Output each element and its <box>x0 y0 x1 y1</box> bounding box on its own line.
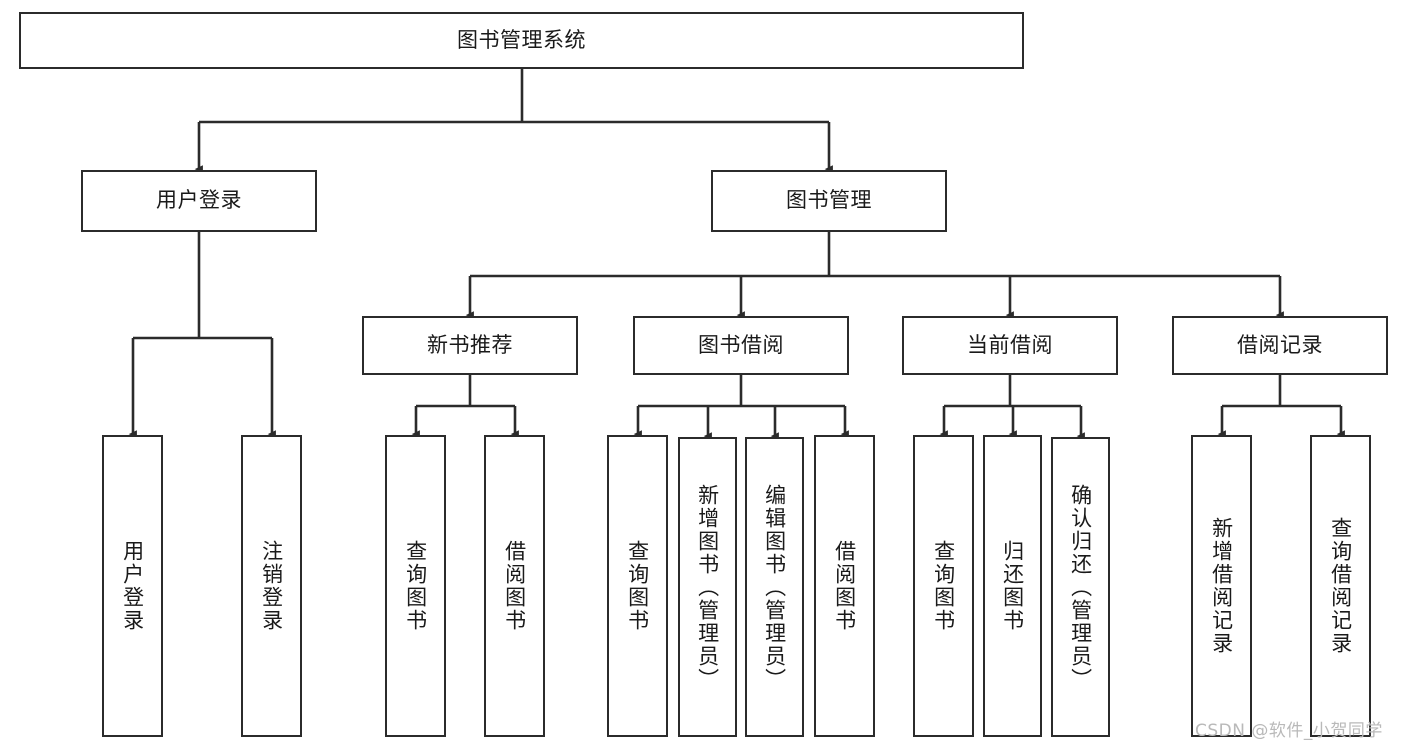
node-label: 新书推荐 <box>427 332 513 357</box>
node-n-record[interactable]: 借阅记录 <box>1172 316 1388 375</box>
node-label: 编辑图书（管理员） <box>762 483 787 691</box>
node-n-newbook[interactable]: 新书推荐 <box>362 316 578 375</box>
node-label: 图书管理 <box>786 188 872 213</box>
node-n-bookmgmt[interactable]: 图书管理 <box>711 170 947 232</box>
node-label: 归还图书 <box>1000 540 1025 632</box>
node-label: 用户登录 <box>120 540 145 632</box>
node-label: 图书管理系统 <box>457 27 586 52</box>
node-label: 借阅图书 <box>502 540 527 632</box>
node-l-query3[interactable]: 查询图书 <box>913 435 974 737</box>
node-l-confirm[interactable]: 确认归还（管理员） <box>1051 437 1110 737</box>
node-label: 查询借阅记录 <box>1328 517 1353 655</box>
node-l-borrowbook2[interactable]: 借阅图书 <box>814 435 875 737</box>
node-label: 新增图书（管理员） <box>695 483 720 691</box>
node-label: 查询图书 <box>625 540 650 632</box>
node-label: 注销登录 <box>259 540 284 632</box>
node-label: 借阅记录 <box>1237 332 1323 357</box>
node-label: 借阅图书 <box>832 540 857 632</box>
node-l-queryrecord[interactable]: 查询借阅记录 <box>1310 435 1371 737</box>
node-l-borrowbook1[interactable]: 借阅图书 <box>484 435 545 737</box>
node-label: 新增借阅记录 <box>1209 517 1234 655</box>
node-root[interactable]: 图书管理系统 <box>19 12 1024 69</box>
node-l-query1[interactable]: 查询图书 <box>385 435 446 737</box>
node-label: 用户登录 <box>156 188 242 213</box>
node-l-addbook[interactable]: 新增图书（管理员） <box>678 437 737 737</box>
node-l-query2[interactable]: 查询图书 <box>607 435 668 737</box>
node-label: 当前借阅 <box>967 332 1053 357</box>
node-l-editbook[interactable]: 编辑图书（管理员） <box>745 437 804 737</box>
node-n-borrow[interactable]: 图书借阅 <box>633 316 849 375</box>
node-n-current[interactable]: 当前借阅 <box>902 316 1118 375</box>
csdn-watermark: CSDN @软件_小贺同学 <box>1195 721 1383 741</box>
node-l-logout[interactable]: 注销登录 <box>241 435 302 737</box>
node-label: 查询图书 <box>403 540 428 632</box>
node-l-userlogin[interactable]: 用户登录 <box>102 435 163 737</box>
node-n-login[interactable]: 用户登录 <box>81 170 317 232</box>
node-label: 查询图书 <box>931 540 956 632</box>
node-l-return[interactable]: 归还图书 <box>983 435 1042 737</box>
node-label: 确认归还（管理员） <box>1068 483 1093 691</box>
node-l-addrecord[interactable]: 新增借阅记录 <box>1191 435 1252 737</box>
node-label: 图书借阅 <box>698 332 784 357</box>
